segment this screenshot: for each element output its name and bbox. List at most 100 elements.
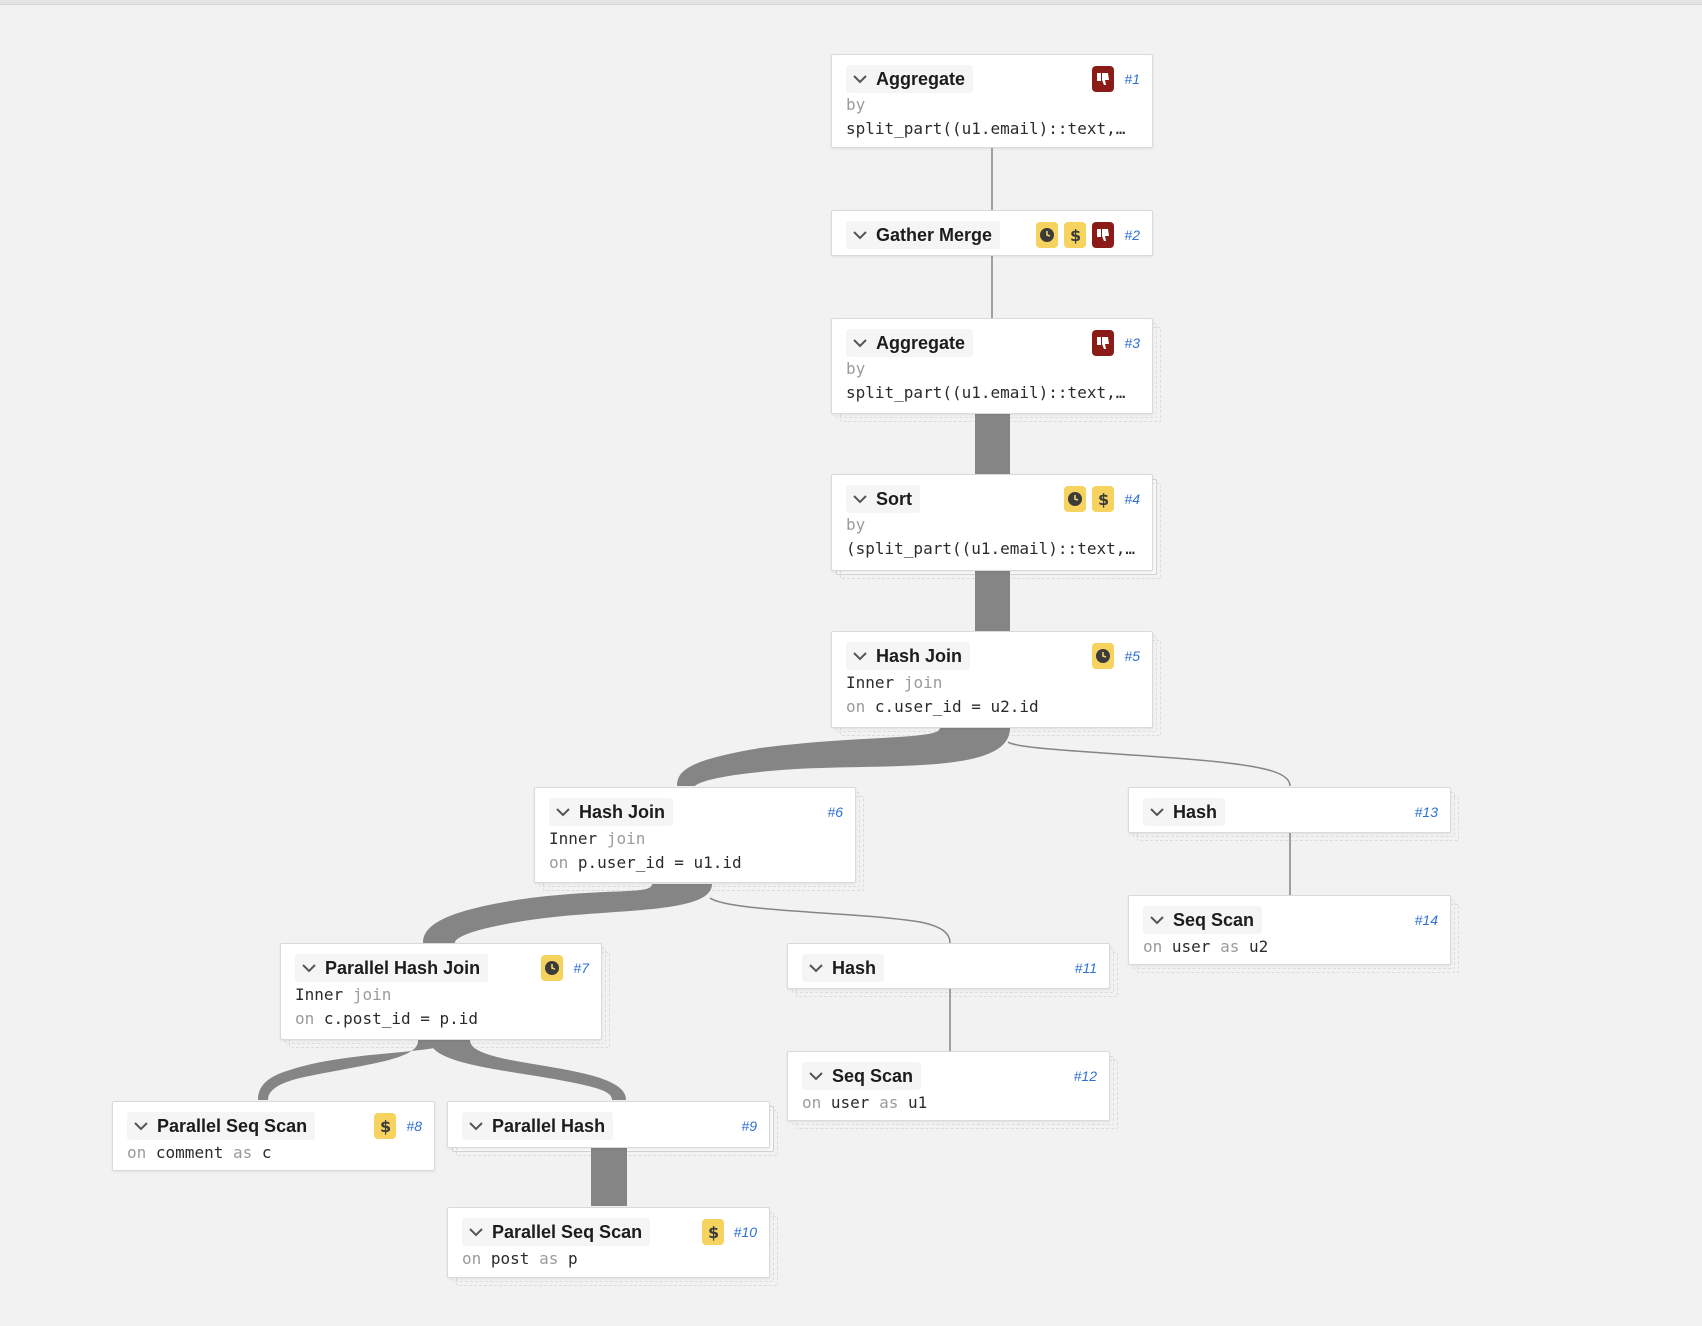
- plan-node-9[interactable]: Parallel Hash #9: [447, 1101, 778, 1156]
- thumbs-down-icon[interactable]: [1092, 330, 1115, 356]
- node-title: Parallel Hash: [492, 1115, 606, 1136]
- plan-node-2[interactable]: Gather Merge $ #2: [831, 210, 1153, 256]
- on-word: on: [295, 1009, 315, 1028]
- svg-text:$: $: [380, 1117, 391, 1135]
- on-word: on: [462, 1249, 482, 1268]
- node-relation-line: on post as p: [462, 1249, 578, 1268]
- node-id-link[interactable]: #14: [1414, 912, 1438, 928]
- relation-name: post: [490, 1249, 530, 1268]
- node-toggle[interactable]: Aggregate: [846, 329, 974, 357]
- relation-alias: u1: [907, 1093, 928, 1112]
- as-word: as: [879, 1093, 899, 1112]
- plan-node-13[interactable]: Hash #13: [1128, 787, 1459, 841]
- dollar-icon[interactable]: $: [1092, 486, 1115, 512]
- as-word: as: [1220, 937, 1240, 956]
- node-join-line: Inner join: [549, 829, 645, 848]
- chevron-down-icon: [852, 491, 868, 507]
- plan-node-5[interactable]: Hash Join #5 Inner join on c.user_id = u…: [831, 631, 1161, 736]
- thumbs-down-icon[interactable]: [1092, 66, 1115, 92]
- dollar-icon[interactable]: $: [701, 1219, 724, 1245]
- plan-node-4[interactable]: Sort $ #4 by (split_part((u1.email)::tex…: [831, 474, 1161, 579]
- node-id-link[interactable]: #9: [741, 1118, 757, 1134]
- node-cond-line: on c.user_id = u2.id: [846, 697, 1039, 716]
- node-id-link[interactable]: #11: [1074, 960, 1097, 976]
- relation-name: user: [830, 1093, 870, 1112]
- plan-node-7[interactable]: Parallel Hash Join #7 Inner join on c.po…: [280, 943, 610, 1048]
- plan-node-3[interactable]: Aggregate #3 by split_part((u1.email)::t…: [831, 318, 1161, 422]
- thumbs-down-icon[interactable]: [1092, 222, 1115, 248]
- clock-icon[interactable]: [1036, 222, 1059, 248]
- relation-name: user: [1171, 937, 1211, 956]
- plan-node-14[interactable]: Seq Scan #14 on user as u2: [1128, 895, 1459, 973]
- chevron-down-icon: [852, 71, 868, 87]
- as-word: as: [539, 1249, 559, 1268]
- relation-alias: u2: [1248, 937, 1269, 956]
- node-toggle[interactable]: Hash Join: [549, 798, 674, 826]
- node-toggle[interactable]: Parallel Seq Scan: [462, 1218, 651, 1246]
- node-id-link[interactable]: #12: [1073, 1068, 1097, 1084]
- node-by-label: by: [846, 359, 866, 378]
- clock-icon[interactable]: [1064, 486, 1087, 512]
- node-id-link[interactable]: #4: [1124, 491, 1140, 507]
- plan-node-1[interactable]: Aggregate #1 by split_part((u1.email)::t…: [831, 54, 1153, 148]
- plan-node-6[interactable]: Hash Join #6 Inner join on p.user_id = u…: [534, 787, 864, 891]
- node-toggle[interactable]: Parallel Seq Scan: [127, 1112, 316, 1140]
- join-type: Inner: [549, 829, 598, 848]
- join-condition: p.user_id = u1.id: [577, 853, 742, 872]
- node-id-link[interactable]: #10: [733, 1224, 757, 1240]
- node-toggle[interactable]: Hash: [1143, 798, 1226, 826]
- plan-node-11[interactable]: Hash #11: [787, 943, 1118, 997]
- node-title: Sort: [876, 488, 912, 509]
- node-title: Seq Scan: [832, 1065, 914, 1086]
- dollar-icon[interactable]: $: [1064, 222, 1087, 248]
- node-sort-key: (split_part((u1.email)::text,…: [846, 539, 1135, 558]
- node-title: Hash: [1173, 801, 1218, 822]
- edge-7-8: [258, 1040, 460, 1100]
- svg-text:$: $: [1098, 490, 1109, 508]
- node-title: Hash Join: [876, 645, 963, 666]
- node-toggle[interactable]: Seq Scan: [802, 1062, 922, 1090]
- dollar-icon[interactable]: $: [374, 1113, 397, 1139]
- node-toggle[interactable]: Seq Scan: [1143, 906, 1263, 934]
- node-id-link[interactable]: #5: [1124, 648, 1140, 664]
- edge-7-9: [430, 1040, 626, 1100]
- node-toggle[interactable]: Hash Join: [846, 642, 971, 670]
- join-condition: c.post_id = p.id: [323, 1009, 479, 1028]
- node-id-link[interactable]: #7: [573, 960, 589, 976]
- chevron-down-icon: [468, 1118, 484, 1134]
- node-toggle[interactable]: Gather Merge: [846, 221, 1001, 249]
- plan-node-8[interactable]: Parallel Seq Scan $ #8 on comment as c: [112, 1101, 435, 1171]
- chevron-down-icon: [301, 960, 317, 976]
- on-word: on: [846, 697, 866, 716]
- node-id-link[interactable]: #8: [406, 1118, 422, 1134]
- node-group-key: split_part((u1.email)::text,…: [846, 383, 1126, 402]
- node-title: Seq Scan: [1173, 909, 1255, 930]
- node-id-link[interactable]: #2: [1124, 227, 1140, 243]
- node-id-link[interactable]: #6: [827, 804, 843, 820]
- clock-icon[interactable]: [541, 955, 564, 981]
- chevron-down-icon: [555, 804, 571, 820]
- node-toggle[interactable]: Hash: [802, 954, 885, 982]
- node-title: Parallel Hash Join: [325, 957, 481, 978]
- join-condition: c.user_id = u2.id: [874, 697, 1039, 716]
- node-by-label: by: [846, 515, 866, 534]
- node-relation-line: on user as u2: [1143, 937, 1268, 956]
- svg-text:$: $: [708, 1223, 719, 1241]
- chevron-down-icon: [468, 1224, 484, 1240]
- node-id-link[interactable]: #13: [1414, 804, 1438, 820]
- node-id-link[interactable]: #3: [1124, 335, 1140, 351]
- node-toggle[interactable]: Aggregate: [846, 65, 974, 93]
- node-toggle[interactable]: Sort: [846, 485, 920, 513]
- clock-icon[interactable]: [1092, 643, 1115, 669]
- plan-node-10[interactable]: Parallel Seq Scan $ #10 on post as p: [447, 1207, 778, 1286]
- join-word: join: [352, 985, 392, 1004]
- edge-4-5: [975, 571, 1010, 631]
- node-join-line: Inner join: [295, 985, 391, 1004]
- node-id-link[interactable]: #1: [1124, 71, 1140, 87]
- node-toggle[interactable]: Parallel Hash: [462, 1112, 614, 1140]
- node-toggle[interactable]: Parallel Hash Join: [295, 954, 489, 982]
- chevron-down-icon: [852, 648, 868, 664]
- on-word: on: [549, 853, 569, 872]
- plan-node-12[interactable]: Seq Scan #12 on user as u1: [787, 1051, 1118, 1129]
